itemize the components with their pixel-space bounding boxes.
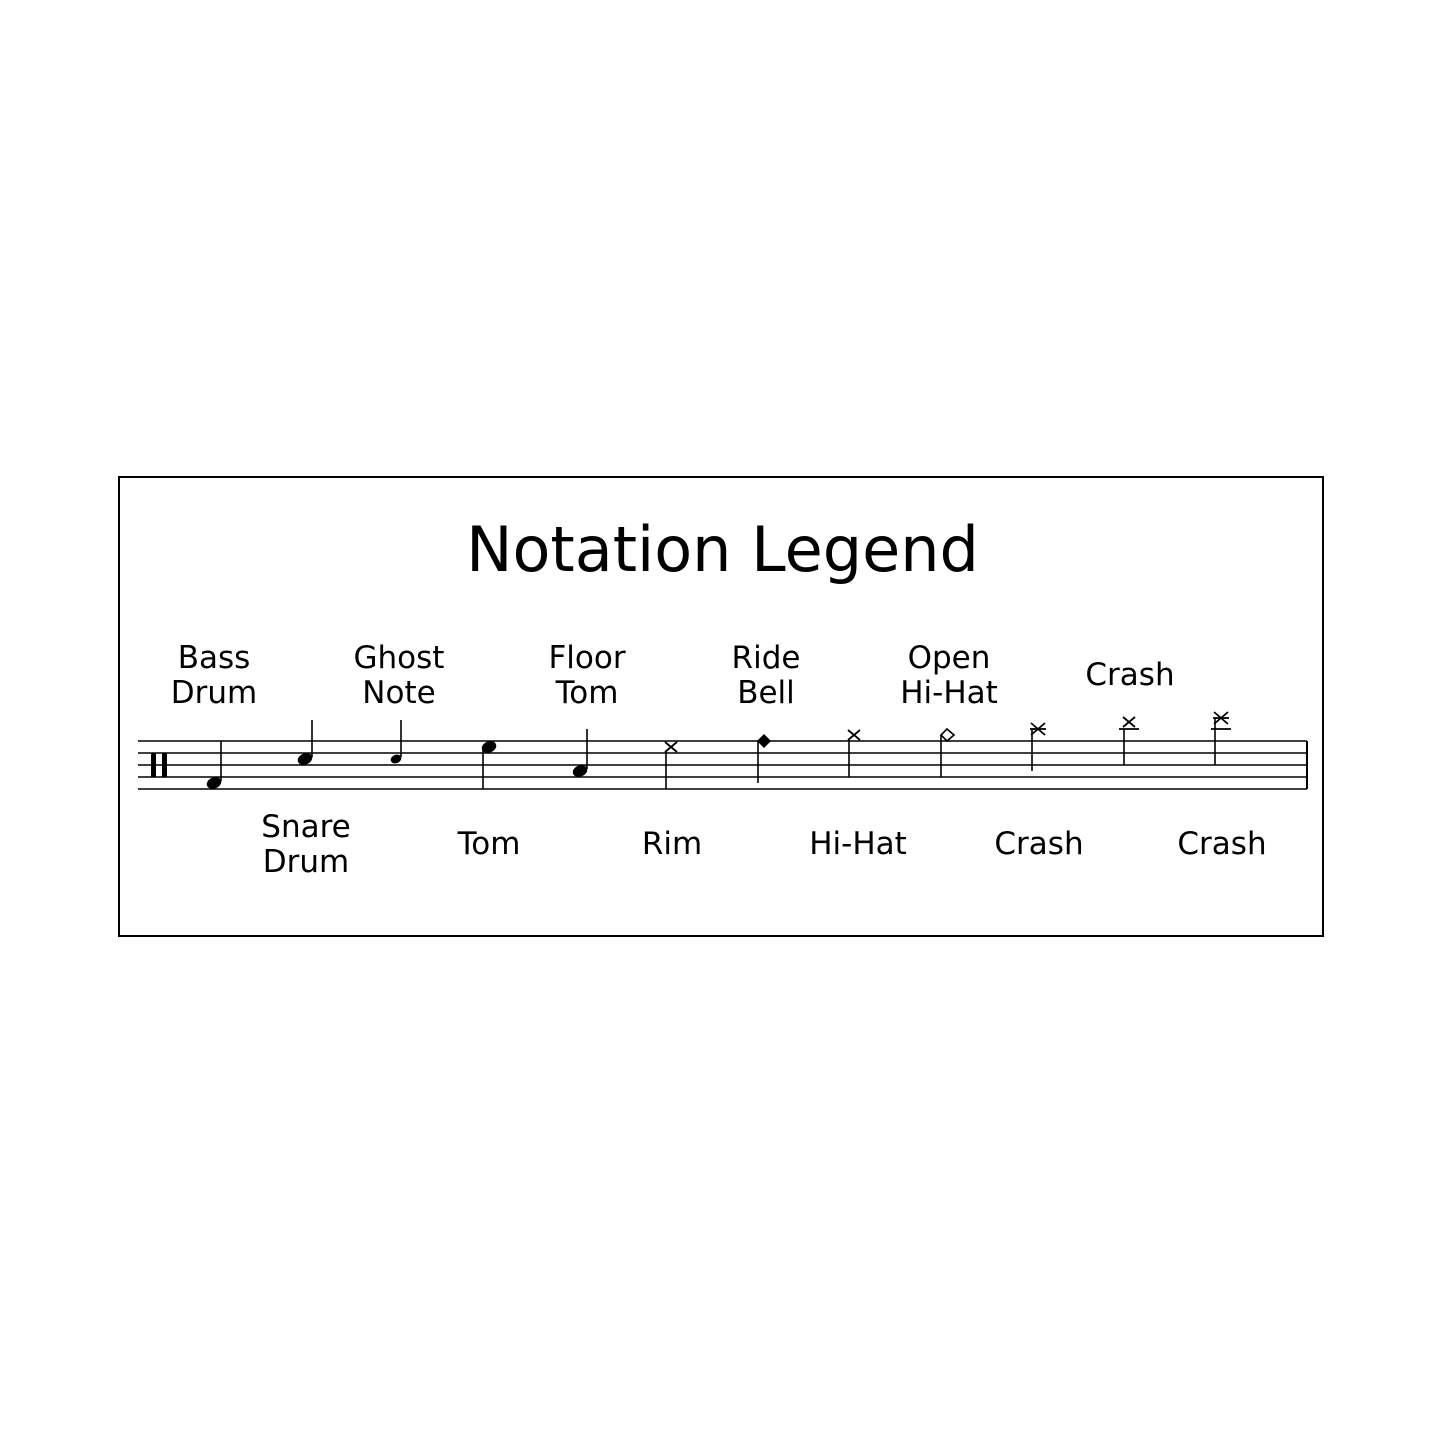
label-rim: Rim xyxy=(641,826,703,862)
note-crash-2 xyxy=(1119,716,1139,765)
note-ghost-note xyxy=(390,720,402,764)
note-crash-3 xyxy=(1211,711,1231,765)
label-crash-1: Crash xyxy=(994,826,1084,862)
label-tom: Tom xyxy=(457,826,521,862)
label-crash-top: Crash xyxy=(1085,657,1175,693)
note-tom xyxy=(481,741,497,789)
note-bass-drum xyxy=(206,741,222,789)
legend-title: Notation Legend xyxy=(466,513,979,586)
note-hi-hat xyxy=(847,729,861,777)
staff-lines xyxy=(138,740,1307,790)
note-snare-drum xyxy=(297,720,313,765)
note-rim xyxy=(664,741,678,789)
percussion-clef-icon xyxy=(151,753,167,777)
label-crash-2: Crash xyxy=(1177,826,1267,862)
note-open-hi-hat xyxy=(939,727,956,777)
note-floor-tom xyxy=(572,729,588,777)
label-hi-hat: Hi-Hat xyxy=(809,826,907,862)
legend-box xyxy=(118,476,1324,937)
note-crash-1 xyxy=(1030,722,1046,771)
note-ride-bell xyxy=(757,734,771,783)
